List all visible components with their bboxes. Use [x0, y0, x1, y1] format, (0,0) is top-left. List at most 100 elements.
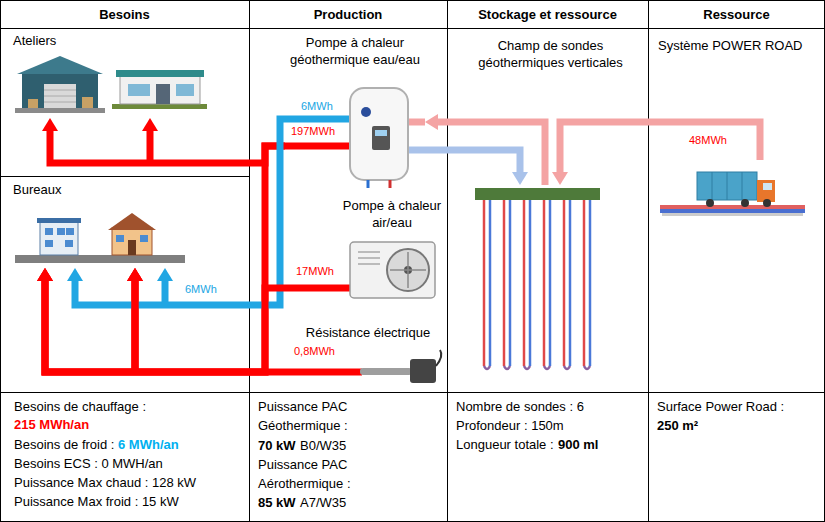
office-icons: [40, 222, 78, 255]
office-icons: [15, 213, 185, 263]
arrow-head: [42, 118, 58, 131]
flow-arrow: [425, 114, 545, 185]
office-icons: [112, 228, 152, 255]
air-heat-pump-icon: [387, 249, 429, 291]
borehole-field: [475, 188, 600, 369]
water-heater-icon: [285, 143, 350, 150]
flow-arrow: [42, 118, 285, 163]
borehole-field: [564, 200, 570, 369]
table-cell-text: 900 ml: [558, 435, 598, 454]
column-header: Stockage et ressource: [447, 5, 648, 24]
power-road-icon: [662, 213, 803, 216]
air-heat-pump-icon: [358, 251, 380, 253]
workshop-icons: [15, 56, 207, 113]
column-header: Besoins: [0, 5, 249, 24]
power-road-icon: [741, 199, 749, 207]
air-heat-pump-icon: [390, 269, 426, 271]
flow-line: [147, 130, 154, 163]
flow-line: [132, 280, 139, 372]
energy-label: 48MWh: [688, 134, 728, 147]
arrow-head: [127, 268, 143, 281]
borehole-field: [484, 200, 490, 369]
node-label: Résistance électrique: [293, 324, 443, 341]
flow-line: [45, 280, 338, 372]
workshop-icons: [22, 72, 98, 108]
table-cell-text: A7/W35: [300, 493, 346, 512]
office-icons: [45, 228, 53, 235]
electric-heater-icon: [360, 368, 412, 375]
table-cell-text: 250 m²: [657, 416, 698, 435]
node-label: Champ de sondes géothermiques verticales: [468, 37, 633, 71]
flow-line: [50, 130, 285, 163]
flow-arrow: [425, 150, 528, 185]
table-cell-text: Longueur totale :: [456, 435, 554, 454]
water-heater-icon: [372, 126, 390, 150]
energy-label: 6MWh: [300, 100, 334, 113]
office-icons: [116, 235, 124, 242]
arrow-head: [512, 172, 528, 185]
node-label: Ateliers: [13, 32, 212, 49]
power-road-icon: [712, 172, 713, 200]
borehole-field: [544, 200, 550, 369]
arrow-head: [157, 268, 173, 281]
table-grid: [447, 0, 448, 522]
flow-line: [132, 280, 139, 372]
power-road-icon: [660, 205, 805, 209]
office-icons: [140, 235, 148, 242]
table-cell-text: 70 kW: [258, 436, 296, 455]
workshop-icons: [176, 84, 194, 96]
water-heater-icon: [408, 119, 425, 126]
flow-line: [425, 150, 520, 173]
table-cell-text: 85 kW: [258, 493, 296, 512]
borehole-field: [584, 200, 590, 369]
power-road-icon: [660, 209, 805, 213]
electric-heater-icon: [410, 359, 436, 383]
column-header: Production: [249, 5, 447, 24]
arrow-head: [37, 268, 53, 281]
workshop-icons: [120, 76, 200, 104]
arrow-head: [127, 268, 143, 281]
borehole-field: [504, 200, 510, 369]
energy-label: 197MWh: [290, 125, 336, 138]
table-cell-text: Surface Power Road :: [657, 397, 784, 416]
table-grid: [648, 0, 649, 522]
air-heat-pump-icon: [338, 285, 351, 292]
table-cell-text: Besoins ECS : 0 MWH/an: [14, 454, 163, 473]
node-label: Bureaux: [13, 181, 187, 198]
component-box: Bureaux: [10, 179, 190, 268]
air-heat-pump-icon: [358, 263, 380, 265]
table-cell-text: 6 MWh/an: [118, 435, 179, 454]
water-heater-icon: [408, 147, 425, 154]
borehole-field: [524, 200, 530, 369]
office-icons: [66, 228, 74, 235]
workshop-icons: [82, 97, 93, 108]
node-label: Pompe à chaleur air/eau: [341, 197, 443, 231]
office-icons: [108, 213, 156, 230]
flow-line: [560, 122, 760, 173]
flow-arrow: [37, 268, 290, 372]
power-road-icon: [757, 180, 775, 202]
arrow-head: [37, 268, 53, 281]
energy-label: 0,8MWh: [293, 345, 336, 358]
table-grid: [0, 176, 250, 177]
workshop-icons: [44, 90, 76, 91]
borehole-field: [475, 188, 600, 200]
table-grid: [0, 392, 825, 393]
power-road-icon: [697, 172, 757, 200]
water-heater-icon: [367, 180, 370, 188]
flow-line: [45, 146, 285, 372]
office-icons: [65, 240, 73, 247]
component-box: Système POWER ROAD: [655, 160, 815, 222]
workshop-icons: [15, 108, 105, 113]
flow-line: [45, 280, 290, 372]
table-cell-text: Puissance Max froid : 15 kW: [14, 492, 179, 511]
workshop-icons: [156, 84, 170, 104]
flow-arrow: [67, 119, 285, 305]
water-heater-icon: [361, 107, 371, 117]
arrow-head: [127, 268, 143, 281]
flow-arrow: [552, 122, 760, 185]
component-box: Champ de sondes géothermiques verticales: [465, 185, 630, 375]
flow-arrow: [37, 146, 285, 372]
